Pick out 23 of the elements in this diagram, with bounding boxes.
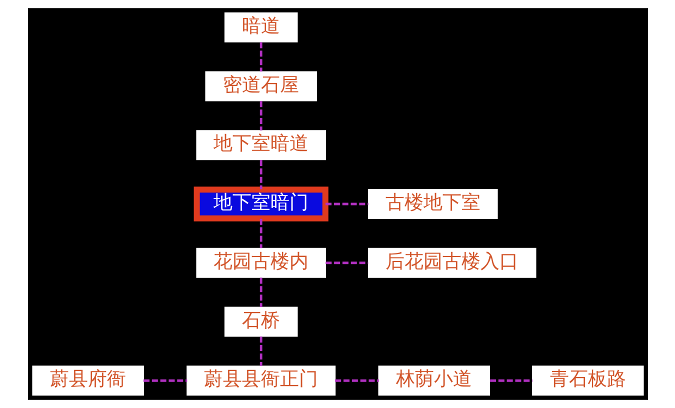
connector [259, 278, 262, 307]
connector [259, 101, 262, 130]
node-box: 后花园古楼入口 [368, 248, 536, 278]
connector [259, 160, 262, 190]
node-box: 石桥 [224, 306, 298, 337]
node-box: 青石板路 [532, 366, 644, 396]
node-box: 蔚县府衙 [32, 366, 144, 396]
node-box: 林荫小道 [378, 366, 490, 396]
connector [259, 42, 262, 72]
node-box: 密道石屋 [204, 71, 316, 102]
node-box: 古楼地下室 [368, 188, 498, 220]
connector [490, 379, 532, 382]
connector [325, 262, 368, 264]
connector [143, 379, 187, 382]
connector [334, 379, 378, 382]
node-box: 地下室暗门 [193, 186, 328, 222]
connector [259, 336, 262, 366]
node-box: 暗道 [224, 12, 298, 42]
node-box: 地下室暗道 [196, 130, 326, 160]
connector [259, 218, 262, 248]
node-box: 花园古楼内 [196, 248, 326, 278]
connector [325, 202, 368, 206]
node-box: 蔚县县衙正门 [186, 366, 336, 396]
